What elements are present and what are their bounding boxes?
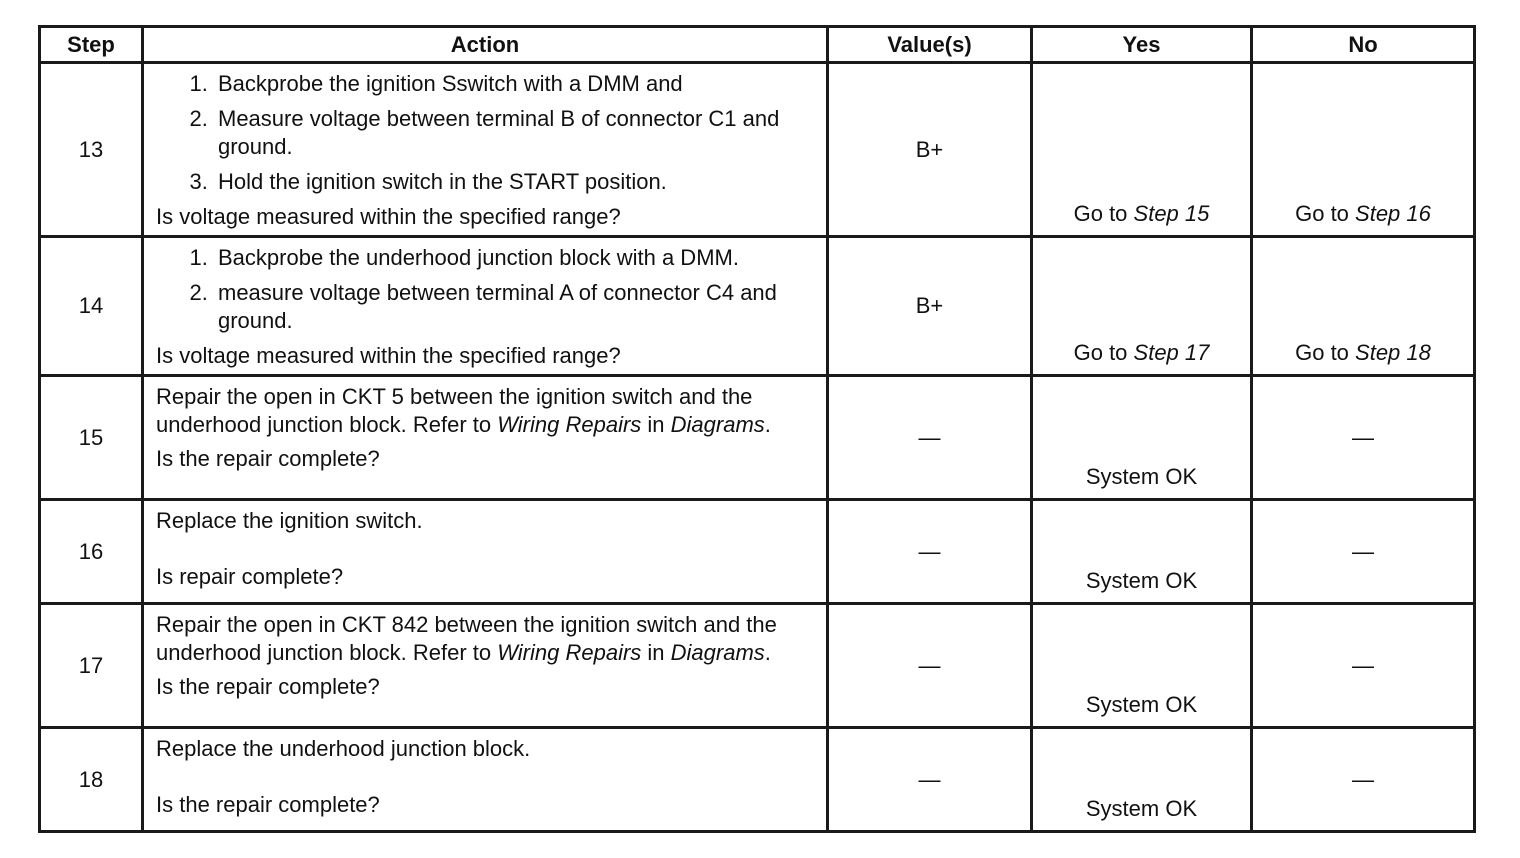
wiring-repairs-ref[interactable]: Wiring Repairs [497,412,642,437]
action-cell: Backprobe the ignition Sswitch with a DM… [141,61,829,238]
value-cell: — [826,498,1033,605]
action-text: Replace the underhood junction block. [156,736,531,761]
table-row: 13 Backprobe the ignition Sswitch with a… [38,61,1476,238]
no-cell: — [1250,726,1476,833]
no-step-link[interactable]: Step 18 [1355,340,1431,365]
value-cell: — [826,726,1033,833]
step-number: 15 [38,374,144,501]
header-action: Action [141,25,829,64]
yes-cell: System OK [1030,726,1253,833]
action-text: Repair the open in CKT 5 between the ign… [156,384,771,437]
action-question: Is voltage measured within the specified… [156,343,621,368]
value-cell: — [826,374,1033,501]
table-row: 15 Repair the open in CKT 5 between the … [38,374,1476,501]
no-step-link[interactable]: Step 16 [1355,201,1431,226]
action-cell: Replace the ignition switch. Is repair c… [141,498,829,605]
yes-cell: Go to Step 17 [1030,235,1253,377]
action-text: Replace the ignition switch. [156,508,423,533]
header-no: No [1250,25,1476,64]
yes-step-link[interactable]: Step 15 [1133,201,1210,226]
action-item: Backprobe the underhood junction block w… [214,244,814,272]
yes-cell: System OK [1030,498,1253,605]
action-text-part: in [641,640,671,665]
action-item: Backprobe the ignition Sswitch with a DM… [214,70,814,98]
step-number: 17 [38,602,144,729]
no-cell: Go to Step 16 [1250,61,1476,238]
action-text-part: Repair the open in CKT 5 between the ign… [156,384,753,437]
yes-cell: System OK [1030,602,1253,729]
table-row: 16 Replace the ignition switch. Is repai… [38,498,1476,605]
action-item: Hold the ignition switch in the START po… [214,168,814,196]
table-row: 18 Replace the underhood junction block.… [38,726,1476,833]
step-number: 13 [38,61,144,238]
yes-cell: System OK [1030,374,1253,501]
value-cell: B+ [826,61,1033,238]
diagnostic-table-page: Step Action Value(s) Yes No 13 Backprobe… [38,25,1476,833]
step-number: 18 [38,726,144,833]
yes-cell: Go to Step 15 [1030,61,1253,238]
header-yes: Yes [1030,25,1253,64]
step-number: 14 [38,235,144,377]
action-text-part: . [764,640,771,665]
yes-prefix: Go to [1073,201,1134,226]
yes-step-link[interactable]: Step 17 [1133,340,1210,365]
action-question: Is voltage measured within the specified… [156,204,621,229]
no-cell: — [1250,374,1476,501]
diagrams-ref[interactable]: Diagrams [670,412,765,437]
no-cell: — [1250,602,1476,729]
action-cell: Repair the open in CKT 842 between the i… [141,602,829,729]
value-cell: — [826,602,1033,729]
action-list: Backprobe the underhood junction block w… [156,244,814,335]
action-item: measure voltage between terminal A of co… [214,279,814,335]
action-question: Is repair complete? [156,564,344,589]
table-row: 17 Repair the open in CKT 842 between th… [38,602,1476,729]
action-question: Is the repair complete? [156,446,380,471]
diagrams-ref[interactable]: Diagrams [670,640,765,665]
header-values: Value(s) [826,25,1033,64]
action-question: Is the repair complete? [156,792,380,817]
no-prefix: Go to [1295,201,1356,226]
action-text: Repair the open in CKT 842 between the i… [156,612,777,665]
action-cell: Backprobe the underhood junction block w… [141,235,829,377]
table-header-row: Step Action Value(s) Yes No [38,25,1476,64]
header-step: Step [38,25,144,64]
action-item: Measure voltage between terminal B of co… [214,105,814,161]
action-cell: Replace the underhood junction block. Is… [141,726,829,833]
action-list: Backprobe the ignition Sswitch with a DM… [156,70,814,196]
no-cell: — [1250,498,1476,605]
wiring-repairs-ref[interactable]: Wiring Repairs [497,640,642,665]
step-number: 16 [38,498,144,605]
action-text-part: . [764,412,771,437]
table-row: 14 Backprobe the underhood junction bloc… [38,235,1476,377]
yes-prefix: Go to [1073,340,1134,365]
action-question: Is the repair complete? [156,674,380,699]
action-text-part: in [641,412,671,437]
no-cell: Go to Step 18 [1250,235,1476,377]
value-cell: B+ [826,235,1033,377]
action-text-part: Repair the open in CKT 842 between the i… [156,612,777,665]
no-prefix: Go to [1295,340,1356,365]
action-cell: Repair the open in CKT 5 between the ign… [141,374,829,501]
diagnostic-step-table: Step Action Value(s) Yes No 13 Backprobe… [38,25,1476,833]
